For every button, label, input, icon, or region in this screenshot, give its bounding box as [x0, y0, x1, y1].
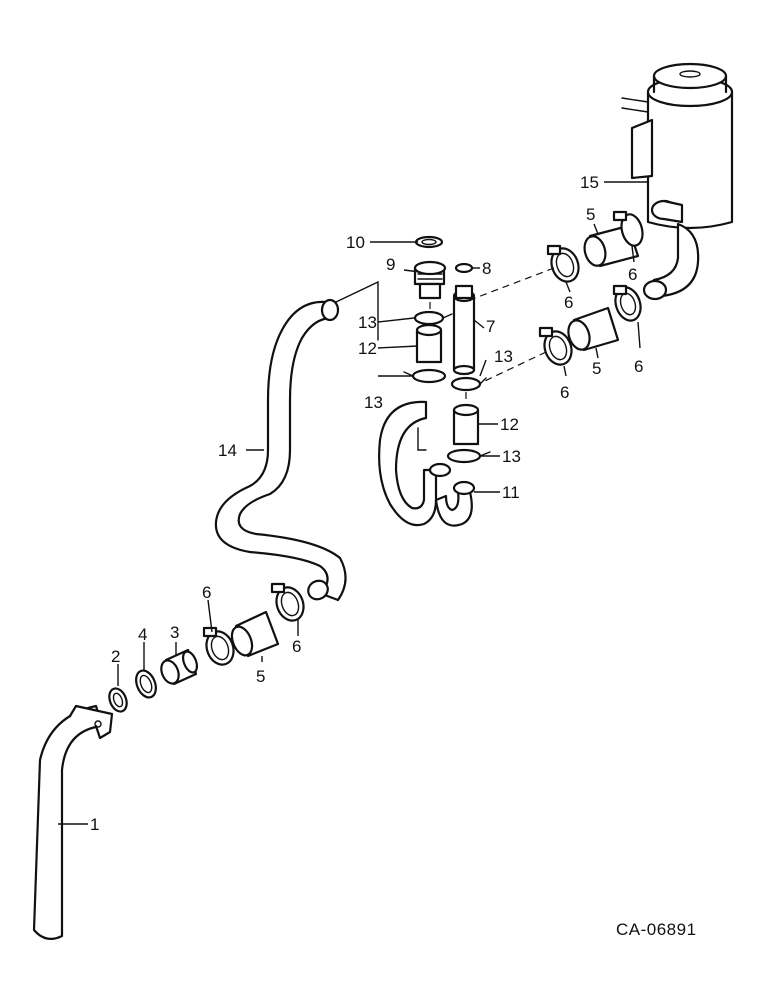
part-8-washer — [454, 262, 474, 274]
part-6-clamp-b — [546, 244, 580, 283]
part-12-sleeve-b — [452, 403, 480, 446]
callout-2: 2 — [111, 647, 120, 666]
callout-1: 1 — [90, 815, 99, 834]
callout-6-mid-left: 6 — [560, 383, 569, 402]
callout-13-d: 13 — [502, 447, 521, 466]
callout-4: 4 — [138, 625, 147, 644]
callout-13-c: 13 — [494, 347, 513, 366]
callout-8: 8 — [482, 259, 491, 278]
callout-5-mid: 5 — [592, 359, 601, 378]
part-5-hose-lower — [567, 306, 620, 352]
callout-6-lower-left: 6 — [202, 583, 211, 602]
part-6-clamp-e — [270, 582, 305, 622]
callout-labels: 1 2 4 3 6 5 6 14 10 9 8 7 13 12 13 13 12… — [90, 173, 697, 939]
leader-lines — [58, 181, 648, 825]
callout-13-b: 13 — [364, 393, 383, 412]
part-11-u-hose — [378, 400, 476, 527]
callout-6-lower-right: 6 — [292, 637, 301, 656]
part-3-fitting — [160, 648, 199, 686]
part-6-clamp-d — [538, 326, 573, 366]
part-4-gasket — [135, 669, 157, 699]
part-12-sleeve-a — [415, 323, 443, 364]
part-2-ring — [108, 687, 128, 713]
part-13-clamp-c — [450, 376, 487, 392]
callout-10: 10 — [346, 233, 365, 252]
canister-elbow — [642, 199, 700, 301]
callout-6-upper-right: 6 — [628, 265, 637, 284]
callout-12-b: 12 — [500, 415, 519, 434]
part-7-tube — [452, 284, 476, 376]
callout-3: 3 — [170, 623, 179, 642]
part-13-clamp-a — [413, 310, 453, 326]
part-15-air-cleaner — [621, 62, 734, 230]
callout-5-lower: 5 — [256, 667, 265, 686]
part-9-fitting — [413, 260, 447, 300]
callout-7: 7 — [486, 317, 495, 336]
callout-11: 11 — [502, 483, 520, 502]
callout-14: 14 — [218, 441, 237, 460]
callout-13-a: 13 — [358, 313, 377, 332]
callout-6-mid-right: 6 — [634, 357, 643, 376]
callout-6-upper-left: 6 — [564, 293, 573, 312]
callout-15: 15 — [580, 173, 599, 192]
part-14-long-hose — [214, 280, 379, 602]
part-10-gasket — [414, 235, 444, 249]
callout-12-a: 12 — [358, 339, 377, 358]
callout-9: 9 — [386, 255, 395, 274]
part-5-hose-lower-left — [230, 610, 280, 658]
assembly-lines — [429, 267, 555, 406]
part-6-clamp-c — [612, 284, 642, 322]
figure-reference: CA-06891 — [616, 920, 697, 939]
part-1-intake-pipe — [32, 704, 114, 941]
callout-5-upper: 5 — [586, 205, 595, 224]
part-6-clamp-f — [202, 626, 235, 666]
part-6-clamp-a — [612, 210, 644, 247]
